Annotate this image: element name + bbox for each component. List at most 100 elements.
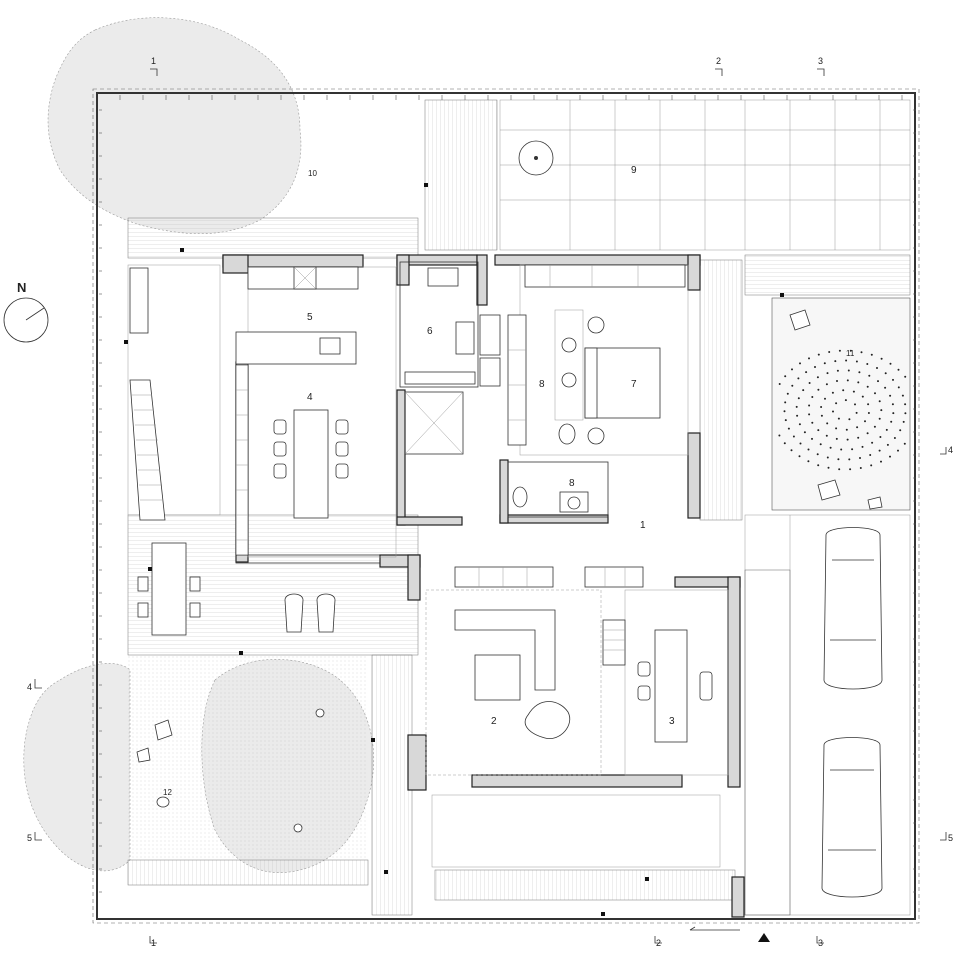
gravel-dot bbox=[807, 448, 810, 451]
gravel-dot bbox=[817, 388, 820, 391]
gravel-dot bbox=[814, 366, 816, 368]
gravel-dot bbox=[803, 431, 806, 434]
entrance-arrow-icon bbox=[758, 933, 770, 942]
gravel-dot bbox=[844, 399, 847, 402]
gravel-dot bbox=[791, 384, 794, 387]
toilet bbox=[512, 486, 528, 508]
wardrobe bbox=[507, 314, 527, 446]
gravel-dot bbox=[836, 380, 838, 382]
gravel-dot bbox=[846, 379, 849, 382]
gravel-dot bbox=[792, 435, 795, 438]
gravel-dot bbox=[876, 367, 878, 369]
gravel-dot bbox=[816, 376, 819, 379]
gravel-dot bbox=[831, 391, 834, 394]
room-label-12: 12 bbox=[163, 788, 172, 797]
stair-small bbox=[602, 619, 626, 666]
gravel-dot bbox=[849, 349, 852, 352]
armchair bbox=[524, 701, 571, 739]
gravel-dot bbox=[866, 363, 869, 365]
gravel-dot bbox=[877, 380, 879, 383]
section-1-top: 1 bbox=[151, 56, 156, 66]
gravel-dot bbox=[835, 437, 838, 440]
gravel-dot bbox=[879, 436, 882, 438]
gravel-dot bbox=[890, 420, 893, 423]
gravel-dot bbox=[805, 371, 808, 374]
gravel-dot bbox=[816, 453, 819, 456]
gravel-dot bbox=[859, 467, 862, 469]
section-markers: 1 2 3 1 2 3 4 4 5 5 bbox=[27, 56, 953, 948]
gravel-dot bbox=[837, 458, 840, 461]
room-label-4: 4 bbox=[307, 392, 313, 403]
gravel-dot bbox=[870, 464, 873, 467]
sink bbox=[319, 337, 341, 355]
pool bbox=[431, 794, 721, 868]
gravel-dot bbox=[903, 442, 906, 445]
living-room bbox=[454, 566, 644, 739]
gravel-dot bbox=[864, 420, 866, 423]
gravel-dot bbox=[827, 466, 830, 469]
section-2-top: 2 bbox=[716, 56, 721, 66]
gravel-dot bbox=[871, 441, 874, 444]
gravel-dot bbox=[799, 442, 802, 445]
gravel-dot bbox=[846, 438, 849, 441]
bed bbox=[584, 347, 661, 419]
gravel-dot bbox=[825, 383, 828, 386]
gravel-dot bbox=[826, 456, 829, 459]
lounge-chair bbox=[316, 593, 336, 633]
gravel-dot bbox=[834, 360, 837, 363]
gravel-dot bbox=[778, 434, 781, 437]
gravel-dot bbox=[807, 460, 810, 463]
room-label-1: 1 bbox=[640, 520, 646, 531]
car-icon bbox=[821, 737, 883, 898]
gravel-dot bbox=[845, 359, 848, 362]
sofa bbox=[454, 609, 556, 691]
gravel-dot bbox=[878, 400, 881, 403]
gravel-dot bbox=[786, 392, 789, 395]
gravel-dot bbox=[783, 442, 786, 445]
gravel-dot bbox=[808, 413, 811, 416]
room-label-6: 6 bbox=[427, 326, 433, 337]
gravel-dots bbox=[778, 349, 907, 471]
boundary-ticks bbox=[99, 95, 916, 893]
gravel-dot bbox=[902, 420, 905, 423]
gravel-dot bbox=[874, 392, 876, 395]
gravel-dot bbox=[829, 446, 832, 449]
gravel-dot bbox=[798, 455, 801, 458]
gravel-dot bbox=[867, 403, 870, 406]
tree-bottom-left bbox=[23, 663, 131, 872]
gravel-dot bbox=[797, 397, 800, 400]
gravel-dot bbox=[893, 437, 896, 439]
site-boundary bbox=[96, 92, 916, 920]
gravel-dot bbox=[897, 368, 900, 371]
gravel-dot bbox=[904, 412, 907, 415]
gravel-dot bbox=[848, 418, 851, 421]
coffee-table bbox=[474, 654, 521, 701]
gravel-dot bbox=[820, 414, 823, 417]
stair bbox=[129, 379, 166, 521]
gravel-dot bbox=[845, 428, 848, 431]
section-5-right: 5 bbox=[948, 833, 953, 843]
gravel-dot bbox=[837, 417, 840, 420]
gravel-dot bbox=[819, 443, 822, 446]
lounge-chair bbox=[284, 593, 304, 633]
gravel-dot bbox=[899, 429, 902, 432]
washbasin bbox=[561, 337, 577, 353]
gravel-dot bbox=[791, 368, 793, 371]
gravel-dot bbox=[848, 458, 851, 461]
gravel-dot bbox=[798, 423, 801, 426]
gravel-dot bbox=[838, 468, 841, 471]
gravel-dot bbox=[817, 429, 820, 432]
gravel-dot bbox=[799, 362, 801, 365]
gravel-dot bbox=[797, 377, 800, 380]
room-label-8a: 8 bbox=[539, 379, 545, 390]
gravel-dot bbox=[784, 419, 787, 422]
gravel-dot bbox=[820, 406, 823, 408]
section-4-right: 4 bbox=[948, 445, 953, 455]
gravel-dot bbox=[870, 353, 873, 356]
tree-top-left bbox=[47, 17, 302, 235]
gravel-dot bbox=[817, 464, 820, 467]
gravel-dot bbox=[856, 426, 859, 429]
garden-11-features bbox=[789, 309, 883, 510]
gravel-dot bbox=[889, 394, 892, 397]
